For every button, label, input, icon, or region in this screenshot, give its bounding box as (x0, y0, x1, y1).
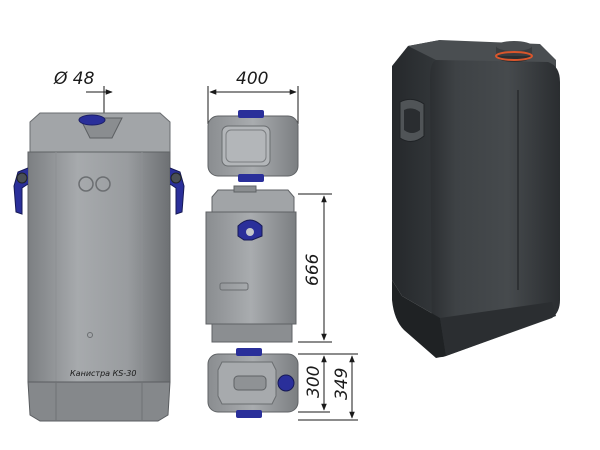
cap-icon (238, 174, 264, 182)
width-label: 400 (236, 69, 268, 89)
front-base (27, 381, 171, 422)
cap-icon (236, 410, 262, 418)
cap-icon (277, 374, 295, 392)
cap-icon (78, 114, 106, 126)
depth-label-300: 300 (304, 366, 324, 398)
photo-body (430, 60, 560, 358)
height-label: 666 (303, 253, 323, 286)
handle-icon (13, 167, 29, 215)
front-view: Ø 48 Канистра КS-30 (13, 69, 185, 422)
width-dimension: 400 (207, 69, 299, 124)
cap-icon (238, 110, 264, 118)
vent-hole (95, 176, 111, 192)
depth-dimension: 300 349 (298, 353, 358, 421)
vent-hole (78, 176, 94, 192)
side-view: 666 (205, 185, 332, 343)
height-dimension: 666 (298, 193, 332, 343)
cap-icon (236, 348, 262, 356)
plan-view: 300 349 (207, 348, 358, 421)
depth-label-349: 349 (332, 368, 352, 400)
handle-icon (399, 98, 425, 142)
handle-icon (237, 219, 263, 241)
neck-diameter-label: Ø 48 (53, 69, 95, 89)
canister-photo (392, 40, 560, 358)
product-label: Канистра КS-30 (70, 369, 136, 378)
handle-icon (169, 167, 185, 215)
top-view: 400 (207, 69, 299, 182)
cap-icon (495, 41, 533, 62)
front-body (27, 151, 171, 383)
